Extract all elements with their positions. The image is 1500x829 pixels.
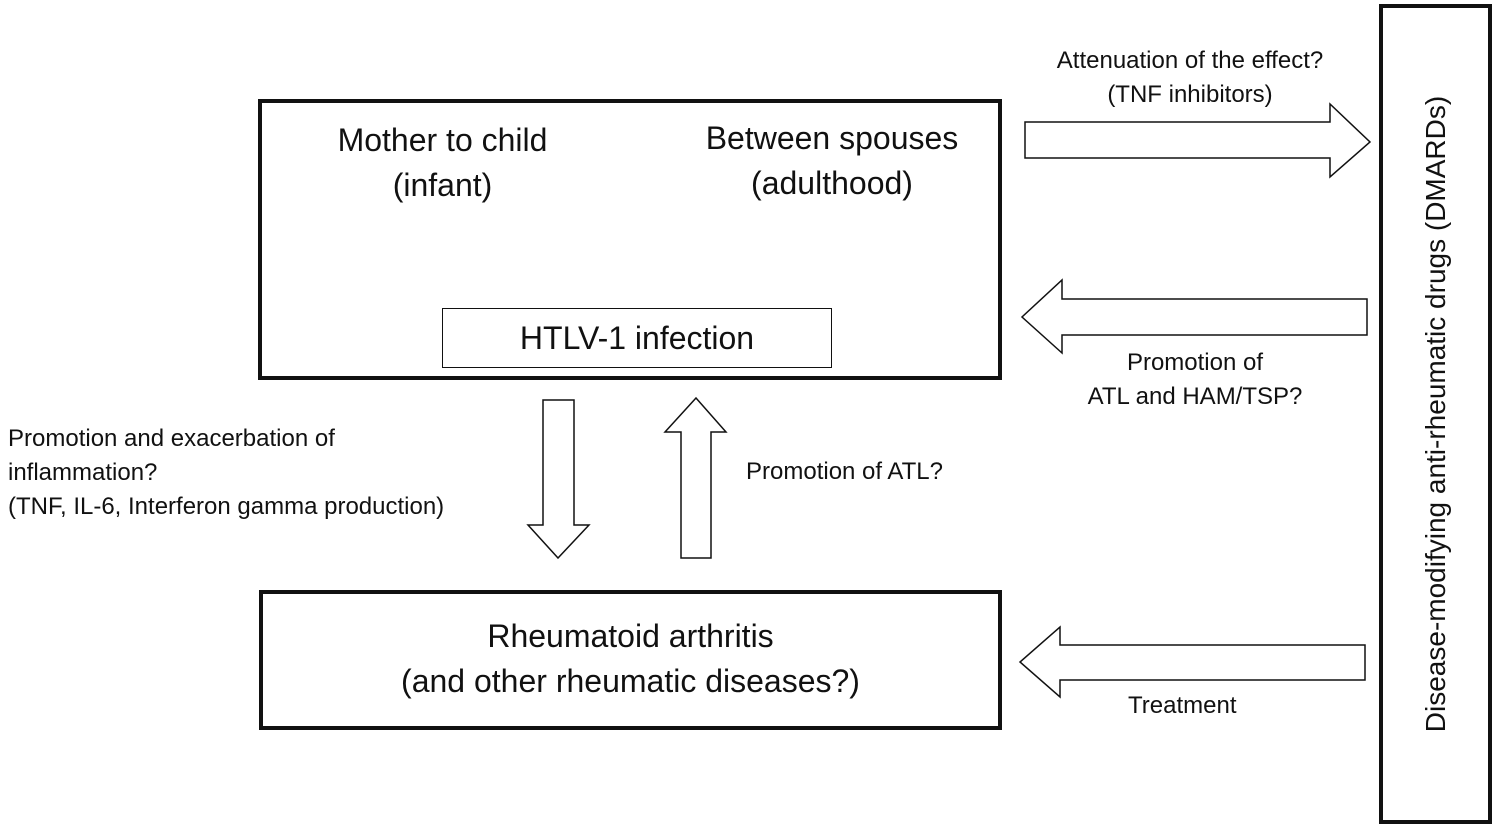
ra-box — [259, 590, 1002, 730]
promotion-atl-ham-line2: ATL and HAM/TSP? — [1087, 383, 1303, 410]
promotion-atl-ham-block-arrow — [1020, 278, 1368, 355]
mother-to-child-label: Mother to child (infant) — [300, 118, 585, 208]
attenuation-label: Attenuation of the effect? (TNF inhibito… — [1020, 44, 1360, 112]
spouses-line1: Between spouses — [705, 120, 959, 156]
inflammation-line3: (TNF, IL-6, Interferon gamma production) — [8, 493, 445, 520]
ra-line1: Rheumatoid arthritis — [487, 618, 774, 654]
promotion-atl-block-arrow — [663, 396, 728, 559]
attenuation-line1: Attenuation of the effect? — [1056, 47, 1324, 74]
spouses-line2: (adulthood) — [751, 165, 913, 201]
inflammation-line1: Promotion and exacerbation of — [8, 425, 335, 452]
inflammation-label: Promotion and exacerbation of inflammati… — [8, 422, 444, 524]
htlv-infection-label: HTLV-1 infection — [519, 320, 755, 356]
htlv-infection-box — [442, 308, 832, 368]
treatment-label: Treatment — [1128, 692, 1237, 719]
dmards-label: Disease-modifying anti-rheumatic drugs (… — [1420, 95, 1451, 733]
attenuation-block-arrow — [1024, 102, 1372, 179]
promotion-atl-ham-label: Promotion of ATL and HAM/TSP? — [1060, 346, 1330, 414]
mother-line1: Mother to child — [337, 122, 548, 158]
between-spouses-label: Between spouses (adulthood) — [672, 116, 992, 206]
inflammation-block-arrow — [526, 399, 591, 560]
attenuation-line2: (TNF inhibitors) — [1107, 81, 1273, 108]
promotion-atl-label: Promotion of ATL? — [746, 458, 943, 485]
inflammation-line2: inflammation? — [8, 459, 158, 486]
treatment-block-arrow — [1018, 625, 1366, 699]
dmards-box — [1379, 4, 1492, 824]
ra-line2: (and other rheumatic diseases?) — [401, 663, 860, 699]
mother-line2: (infant) — [392, 167, 493, 203]
promotion-atl-ham-line1: Promotion of — [1126, 349, 1264, 376]
ra-label: Rheumatoid arthritis (and other rheumati… — [259, 614, 1002, 704]
